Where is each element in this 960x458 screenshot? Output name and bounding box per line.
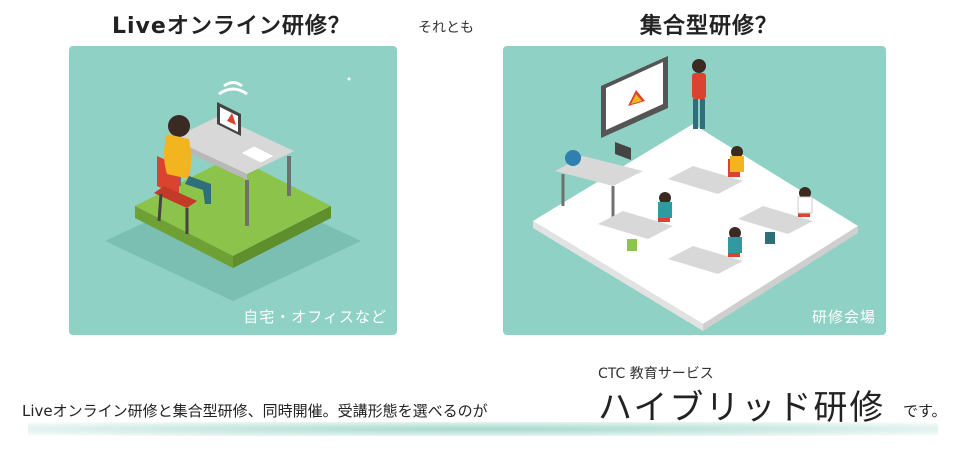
- tagline-tail: です。: [903, 402, 947, 420]
- online-panel-caption: 自宅・オフィスなど: [243, 308, 387, 326]
- tagline-highlight: [28, 422, 938, 436]
- classroom-floor: [533, 124, 858, 324]
- heading-connector: それとも: [418, 20, 474, 36]
- classroom-training-panel: 研修会場: [503, 46, 886, 335]
- heading-classroom: 集合型研修？: [640, 14, 779, 39]
- brand-subtitle: CTC 教育サービス: [598, 366, 714, 382]
- student-desk-1: [668, 146, 744, 194]
- instructor-head: [692, 59, 706, 73]
- classroom-panel-caption: 研修会場: [811, 308, 876, 326]
- globe: [565, 150, 581, 166]
- classroom-illustration: [533, 56, 858, 331]
- tagline: Liveオンライン研修と集合型研修、同時開催。受講形態を選べるのが CTC 教育…: [18, 366, 948, 436]
- brand-title: ハイブリッド研修: [598, 388, 886, 428]
- heading-online: Liveオンライン研修？: [112, 14, 351, 39]
- student-desk-4: [668, 227, 743, 274]
- student-desk-3: [738, 187, 813, 234]
- student-desk-2: [598, 192, 673, 239]
- online-training-illustration: [105, 77, 361, 301]
- online-training-panel: 自宅・オフィスなど: [69, 46, 397, 335]
- tagline-lead: Liveオンライン研修と集合型研修、同時開催。受講形態を選べるのが: [22, 402, 488, 420]
- person-head: [168, 115, 190, 137]
